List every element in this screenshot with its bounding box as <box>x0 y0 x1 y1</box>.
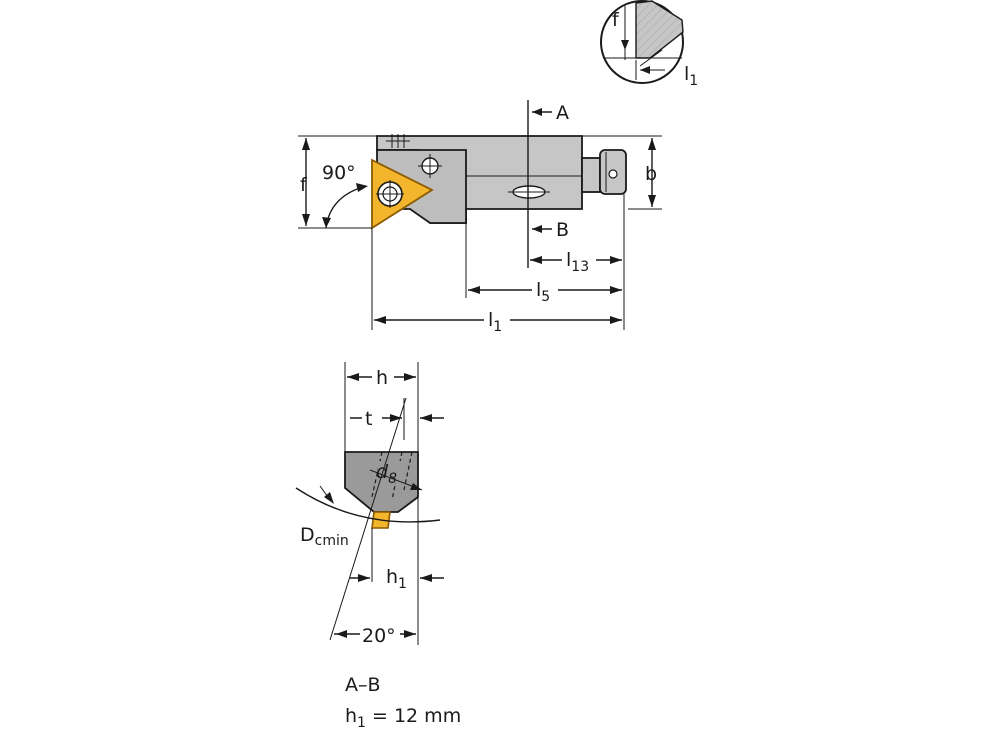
d8-arrow <box>410 483 422 490</box>
detail-f-arrow <box>621 40 629 50</box>
detail-l1-label: l1 <box>684 63 698 89</box>
l5-arrow-left <box>468 286 480 294</box>
section-b-arrow <box>532 225 542 233</box>
dcmin-label: Dcmin <box>300 524 349 549</box>
t-arrow <box>390 414 402 422</box>
t-label: t <box>365 408 372 430</box>
angle-20-arrow-left <box>336 630 347 638</box>
adjust-screw-neck <box>581 157 601 193</box>
angle-20-arrow-right <box>404 630 416 638</box>
b-arrow-top <box>648 138 656 150</box>
h-arrow-right <box>404 373 416 381</box>
adjust-screw-hole <box>608 169 618 179</box>
inclined-axis <box>329 397 407 641</box>
h1-label: h1 <box>386 566 407 592</box>
angle-90-arc <box>325 185 367 229</box>
h1-arrow-left <box>358 574 370 582</box>
l5-label: l5 <box>536 279 550 305</box>
l5-arrow-right <box>610 286 622 294</box>
angle-20-label-bg <box>360 622 400 644</box>
f-arrow-bottom <box>302 214 310 226</box>
dcmin-arrow <box>324 492 334 504</box>
f-label: f <box>300 174 308 196</box>
l5-label-bg <box>532 278 558 300</box>
h1-note: h1 = 12 mm <box>345 705 461 731</box>
t-arrow-right <box>420 414 432 422</box>
l1-arrow-right <box>610 316 622 324</box>
h-label: h <box>376 367 388 389</box>
angle-90-arrow-bottom <box>322 217 331 228</box>
top-view: A B f 90° b l13 <box>298 100 662 335</box>
l13-arrow-left <box>530 256 542 264</box>
b-arrow-bottom <box>648 195 656 207</box>
l13-label: l13 <box>566 249 589 275</box>
angle-90-label: 90° <box>322 162 356 184</box>
h1-arrow-right <box>420 574 432 582</box>
angle-20-label: 20° <box>362 625 396 647</box>
l13-label-bg <box>562 248 596 270</box>
section-a-arrow <box>532 108 542 116</box>
dcmin-arc <box>295 487 441 523</box>
b-label: b <box>645 163 657 185</box>
detail-l1-arrow <box>640 66 650 74</box>
section-a-label: A <box>556 102 569 124</box>
angle-90-arrow-right <box>356 183 368 192</box>
detail-edge-line <box>639 49 663 67</box>
h-arrow-left <box>347 373 359 381</box>
section-view: h t d8 Dcmin h1 <box>295 362 444 647</box>
l13-arrow-right <box>610 256 622 264</box>
f-arrow-top <box>302 138 310 150</box>
l1-arrow-left <box>374 316 386 324</box>
detail-view: f l1 <box>600 0 698 89</box>
t-label-bg <box>362 406 382 428</box>
detail-f-label: f <box>612 9 620 31</box>
l1-label: l1 <box>488 309 502 335</box>
l1-label-bg <box>484 308 510 330</box>
h-label-bg <box>372 365 394 387</box>
section-title: A–B <box>345 674 381 696</box>
hole-dash-left <box>371 451 383 498</box>
section-b-label: B <box>556 219 569 241</box>
